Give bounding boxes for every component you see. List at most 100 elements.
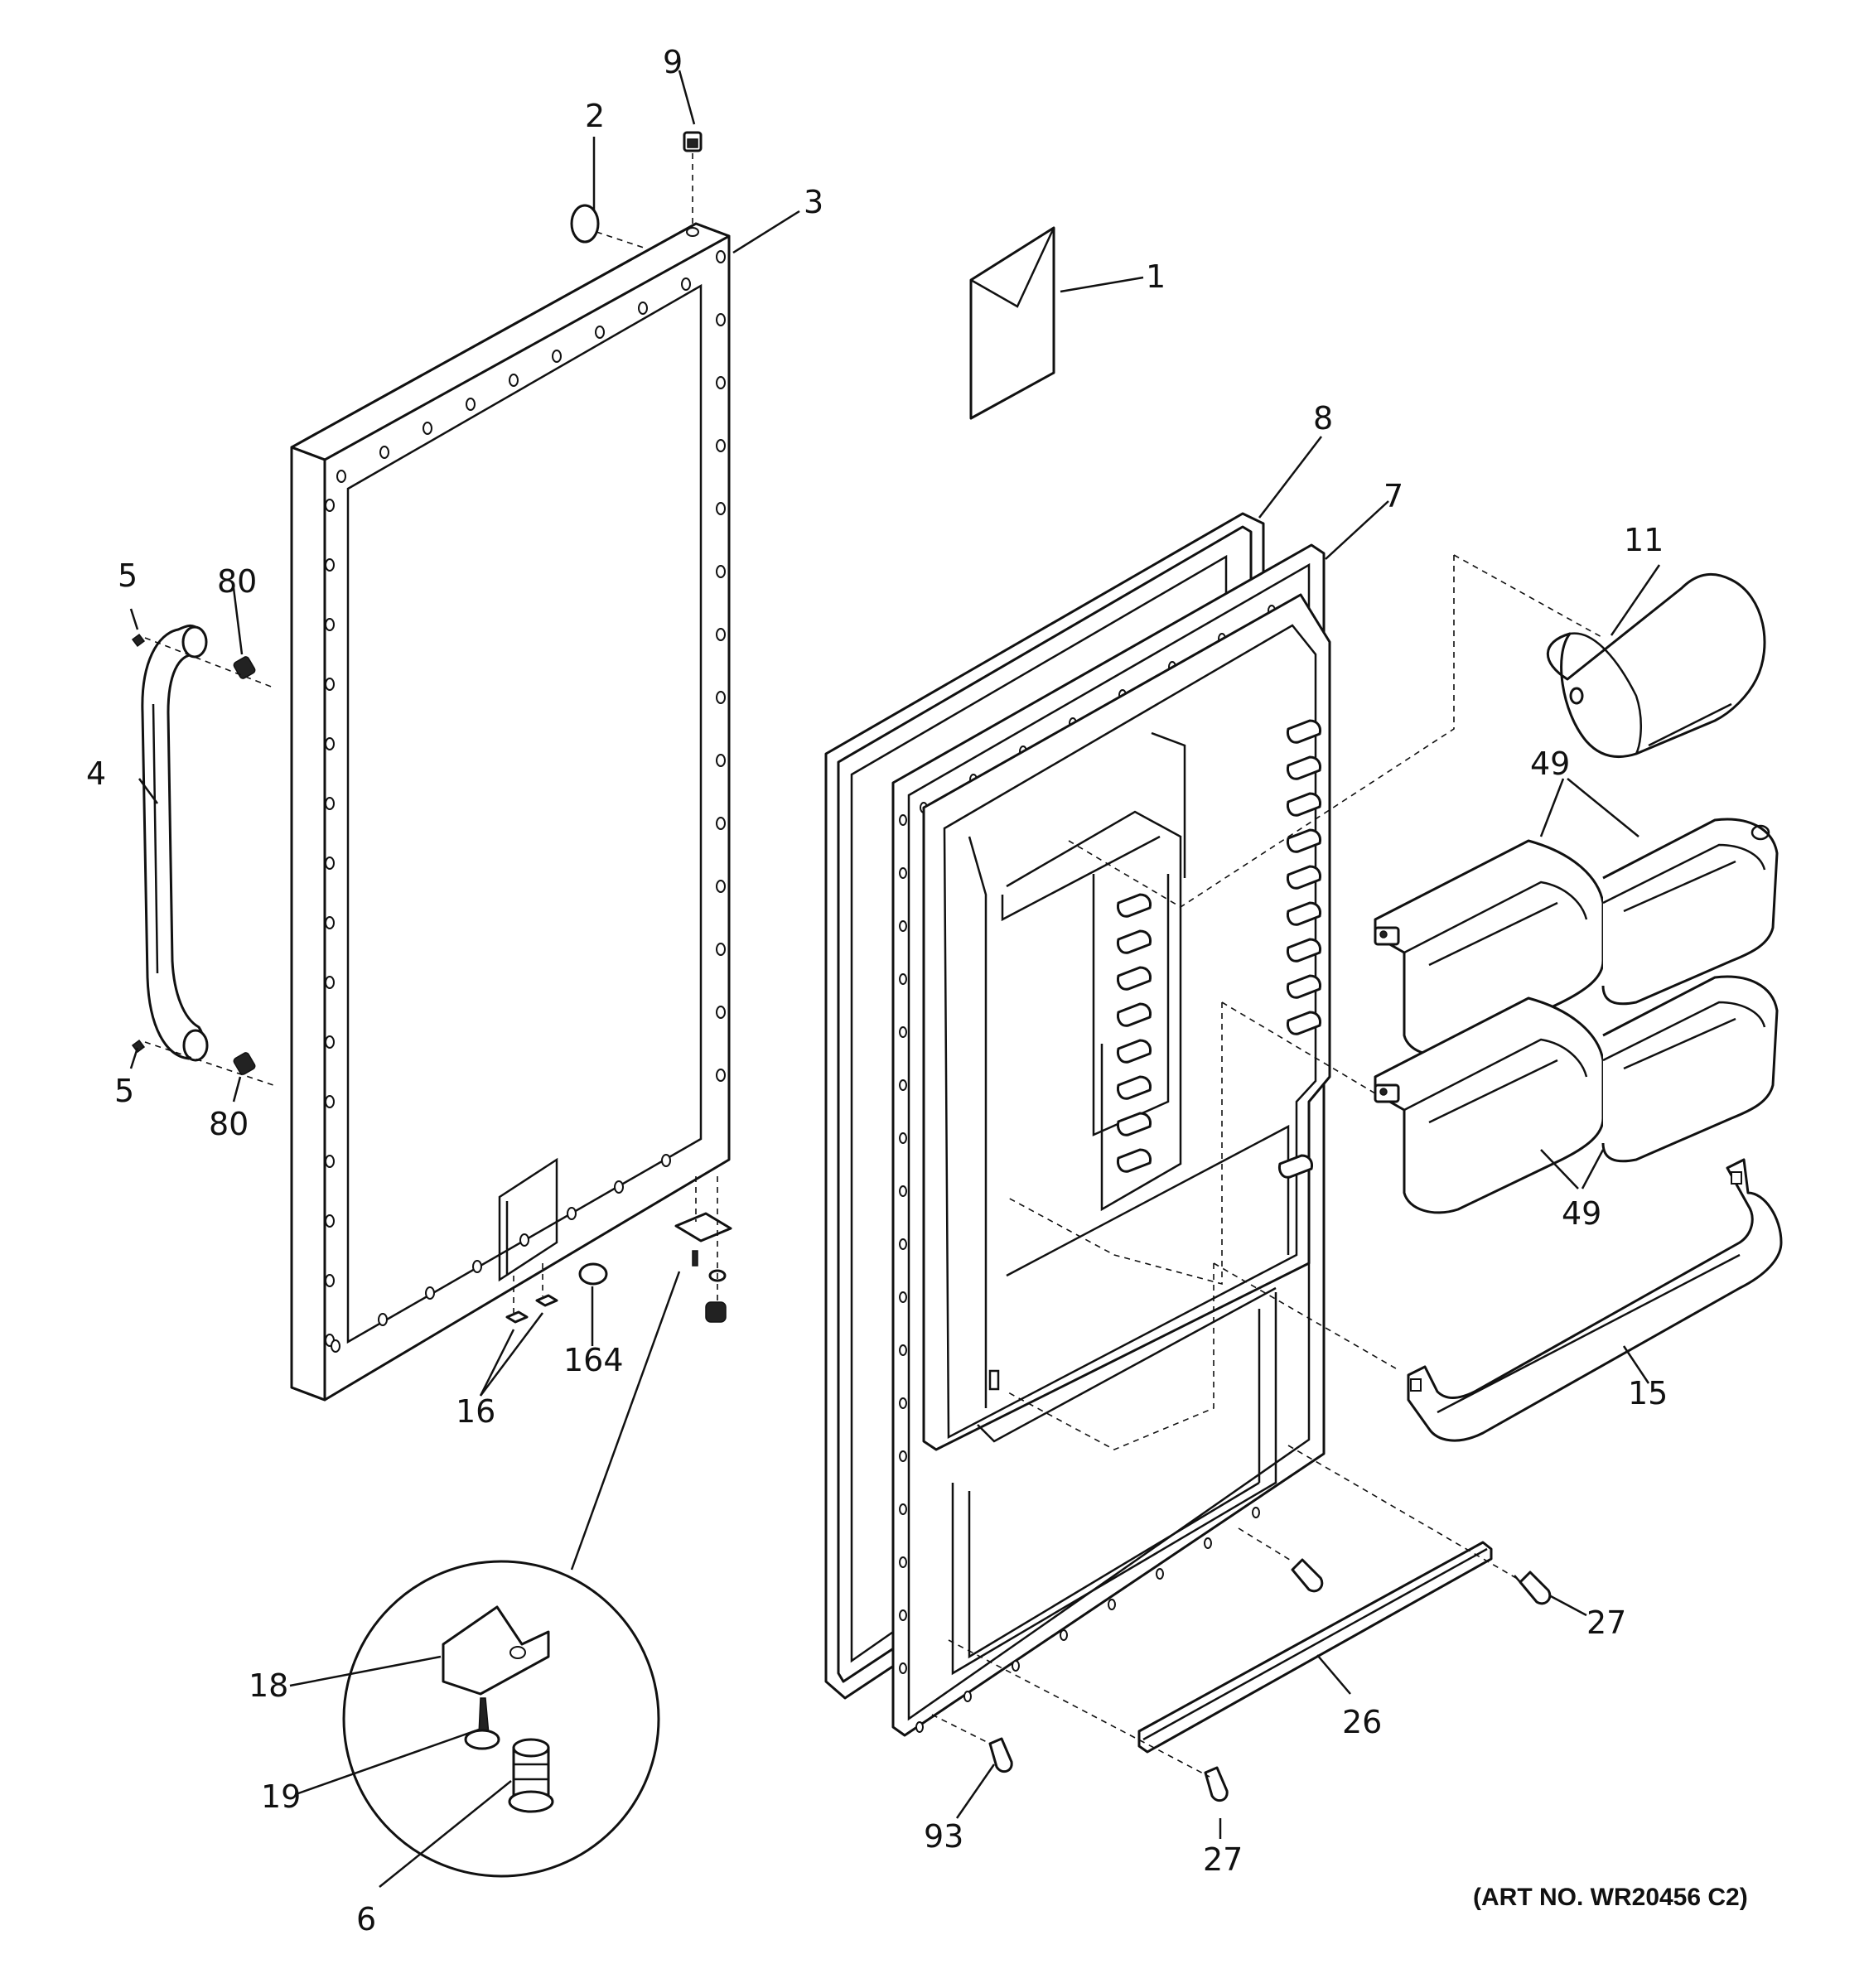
screw-hole bbox=[552, 350, 562, 363]
screw-hole bbox=[899, 1609, 907, 1621]
screw-hole bbox=[716, 502, 726, 515]
screw-hole bbox=[1204, 1537, 1212, 1549]
screw-hole bbox=[681, 277, 691, 291]
screw-hole bbox=[509, 374, 519, 387]
screw-hole bbox=[325, 558, 335, 572]
callout-27-right: 27 bbox=[1586, 1604, 1626, 1641]
screw-hole bbox=[716, 439, 726, 452]
screw-hole bbox=[716, 691, 726, 704]
screw-hole bbox=[638, 302, 648, 315]
screw-hole bbox=[614, 1180, 624, 1194]
shelf-rail-bump bbox=[1287, 755, 1321, 780]
shelf-rail-bump bbox=[1287, 974, 1321, 999]
screw-27-bottom bbox=[1204, 1766, 1229, 1802]
shelf-rail-bump bbox=[1278, 1154, 1313, 1179]
screw-hole bbox=[325, 678, 335, 691]
screw-hole bbox=[325, 1274, 335, 1287]
callout-5-top: 5 bbox=[118, 557, 138, 594]
screw-hole bbox=[899, 1132, 907, 1144]
screw-hole bbox=[963, 1691, 972, 1702]
callout-8: 8 bbox=[1313, 400, 1333, 437]
screw-hole bbox=[899, 1026, 907, 1038]
door-handle bbox=[141, 624, 209, 1062]
screw-hole bbox=[567, 1207, 577, 1220]
callout-49-bottom: 49 bbox=[1562, 1195, 1601, 1232]
dairy-compartment-cover bbox=[1546, 572, 1766, 758]
screw-hole bbox=[899, 1450, 907, 1462]
screw-hole bbox=[716, 313, 726, 326]
screw-hole bbox=[661, 1154, 671, 1167]
screw-hole bbox=[716, 943, 726, 956]
shelf-rail-bump bbox=[1117, 966, 1152, 991]
screw-hole bbox=[325, 797, 335, 810]
callout-26: 26 bbox=[1342, 1704, 1382, 1740]
screw-hole bbox=[466, 398, 476, 411]
screw-hole bbox=[716, 754, 726, 767]
callout-93: 93 bbox=[924, 1818, 963, 1855]
callout-2: 2 bbox=[585, 98, 605, 134]
screw-hole bbox=[325, 1155, 335, 1168]
screw-hole bbox=[1108, 1599, 1116, 1610]
callout-80-bottom: 80 bbox=[209, 1106, 249, 1142]
screw-hole bbox=[716, 376, 726, 389]
screw-hole bbox=[899, 1503, 907, 1515]
screw-hole bbox=[716, 1006, 726, 1019]
screw-hole bbox=[899, 920, 907, 932]
screw-hole bbox=[716, 565, 726, 578]
screw-hole bbox=[716, 880, 726, 893]
shelf-rail-bump bbox=[1287, 1011, 1321, 1035]
callout-80-top: 80 bbox=[217, 563, 257, 600]
screw-liner-bottom bbox=[1291, 1558, 1324, 1593]
trim-strip bbox=[1137, 1541, 1493, 1754]
instructions-envelope bbox=[969, 226, 1055, 420]
screw-hole bbox=[899, 1238, 907, 1250]
screw-hole bbox=[423, 422, 432, 435]
shelf-rail-bump bbox=[1287, 792, 1321, 817]
screw-hole bbox=[899, 1291, 907, 1303]
screw-hole bbox=[595, 326, 605, 339]
screw-hole bbox=[899, 1556, 907, 1568]
callout-labels: 1 2 3 4 5 5 6 7 8 9 11 15 16 18 19 26 27… bbox=[86, 44, 1668, 1937]
shelf-rail-bump bbox=[1117, 893, 1152, 918]
shelf-rail-bump bbox=[1117, 1039, 1152, 1064]
screw-hole bbox=[325, 1035, 335, 1049]
callout-18: 18 bbox=[249, 1667, 288, 1704]
callout-7: 7 bbox=[1384, 478, 1403, 514]
art-number: (ART NO. WR20456 C2) bbox=[1473, 1884, 1748, 1911]
door-shelf-bar bbox=[1407, 1158, 1783, 1442]
screw-hole bbox=[899, 1185, 907, 1197]
shelf-rail-bump bbox=[1117, 1002, 1152, 1027]
screw-hole bbox=[716, 1069, 726, 1082]
screw-hole bbox=[472, 1260, 482, 1273]
callout-15: 15 bbox=[1628, 1375, 1668, 1411]
callout-16: 16 bbox=[456, 1393, 495, 1430]
screw-hole bbox=[325, 737, 335, 750]
screw-hole bbox=[325, 499, 335, 512]
door-bin-lower-right bbox=[1601, 975, 1779, 1163]
screw-hole bbox=[716, 817, 726, 830]
screw-hole bbox=[915, 1721, 924, 1733]
callout-49-top: 49 bbox=[1530, 746, 1570, 782]
alignment-lines bbox=[931, 554, 1604, 1778]
screw-27-top bbox=[1514, 1571, 1552, 1605]
shelf-rail-bump bbox=[1287, 865, 1321, 890]
callout-164: 164 bbox=[563, 1342, 624, 1378]
screw-hole bbox=[425, 1286, 435, 1300]
screw-hole bbox=[379, 446, 389, 459]
door-bin-lower-left bbox=[1374, 996, 1605, 1214]
screw-93 bbox=[988, 1737, 1013, 1773]
shelf-rail-bump bbox=[1117, 1112, 1152, 1136]
hinge-pin-bushing bbox=[683, 131, 703, 152]
screw-hole bbox=[899, 1662, 907, 1674]
callout-3: 3 bbox=[804, 184, 823, 220]
leader-lines bbox=[129, 70, 1661, 1888]
screw-hole bbox=[325, 1214, 335, 1228]
callout-6: 6 bbox=[356, 1901, 376, 1937]
callout-19: 19 bbox=[261, 1778, 301, 1815]
outer-door-panel bbox=[290, 222, 731, 1402]
screw-hole bbox=[1252, 1507, 1260, 1518]
callout-4: 4 bbox=[86, 755, 106, 792]
handle-screws bbox=[131, 633, 146, 1054]
shelf-rail-bump bbox=[1117, 1075, 1152, 1100]
